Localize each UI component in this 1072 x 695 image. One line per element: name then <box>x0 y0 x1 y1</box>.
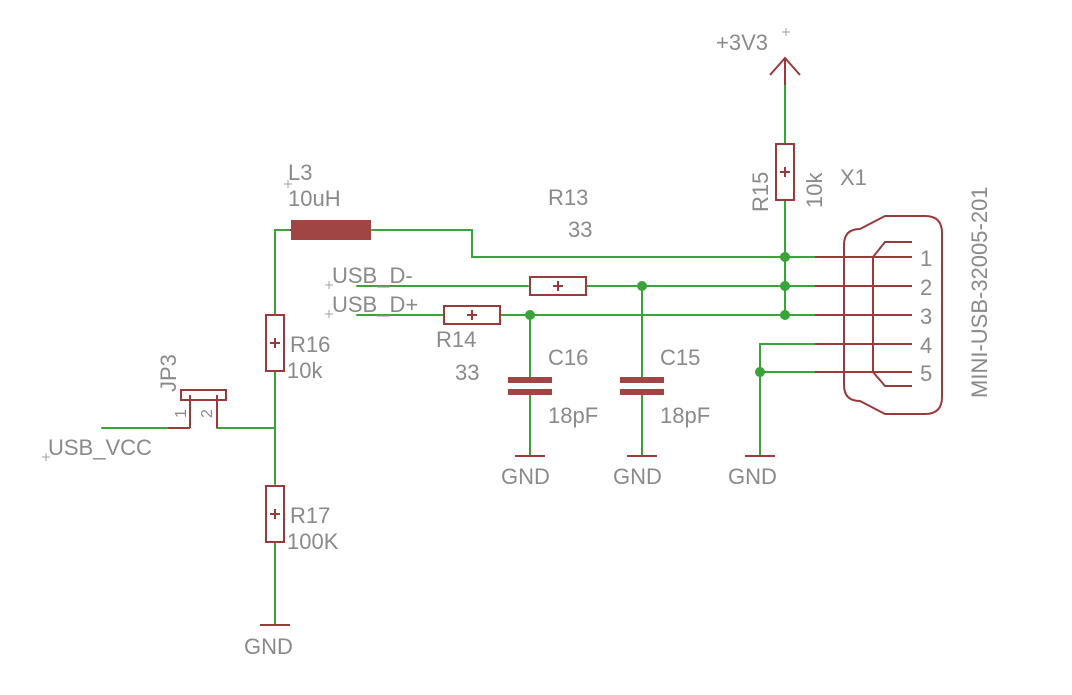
r13-value: 33 <box>568 217 592 242</box>
x1-pin-3: 3 <box>920 304 932 329</box>
resistor-body <box>265 314 285 372</box>
x1-pin-1: 1 <box>920 246 932 271</box>
x1-pin-5: 5 <box>920 361 932 386</box>
gnd-label-c15: GND <box>613 464 662 489</box>
junctions <box>525 252 790 377</box>
resistor-body <box>443 305 501 325</box>
jp3-ref: JP3 <box>156 354 181 392</box>
capacitor-plate <box>508 377 552 383</box>
connector-x1: 1 2 3 4 5 X1 MINI-USB-32005-201 <box>815 165 992 415</box>
inductor-body <box>291 220 371 240</box>
resistor-r16: R16 10k <box>265 314 330 383</box>
resistor-body <box>529 276 587 296</box>
junction-dot <box>637 281 647 291</box>
inductor-l3: L3 10uH <box>284 160 371 240</box>
junction-dot <box>525 310 535 320</box>
supply-3v3: +3V3 <box>716 28 801 85</box>
c15-value: 18pF <box>660 403 710 428</box>
x1-pin-4: 4 <box>920 333 932 358</box>
jumper-jp3: JP3 1 2 <box>156 354 227 429</box>
wire-pin4-gnd <box>759 343 906 457</box>
x1-value: MINI-USB-32005-201 <box>967 186 992 398</box>
junction-dot <box>780 310 790 320</box>
ground-symbols: GND GND GND GND <box>244 455 777 659</box>
c15-ref: C15 <box>660 345 700 370</box>
r14-ref: R14 <box>436 327 476 352</box>
wire-pin1-net <box>371 229 906 258</box>
junction-dot <box>780 252 790 262</box>
r15-value: 10k <box>802 172 827 208</box>
x1-pin-2: 2 <box>920 275 932 300</box>
r14-value: 33 <box>455 360 479 385</box>
gnd-label-r17: GND <box>244 634 293 659</box>
capacitor-plate <box>508 389 552 395</box>
jp3-pin2: 2 <box>199 409 216 418</box>
jp3-pin1: 1 <box>173 409 190 418</box>
c16-value: 18pF <box>548 403 598 428</box>
r17-ref: R17 <box>290 503 330 528</box>
net-label-usb-dminus: USB_D- <box>332 263 413 288</box>
resistor-body <box>265 485 285 543</box>
r13-ref: R13 <box>548 185 588 210</box>
c16-ref: C16 <box>548 345 588 370</box>
l3-value: 10uH <box>288 186 341 211</box>
connector-outline <box>843 215 943 415</box>
jumper-body <box>180 389 227 401</box>
resistor-r17: R17 100K <box>265 485 339 554</box>
x1-ref: X1 <box>840 165 867 190</box>
junction-dot <box>755 367 765 377</box>
resistor-r14: R14 33 <box>436 305 501 385</box>
capacitor-c15: C15 18pF <box>620 345 710 428</box>
r15-ref: R15 <box>748 172 773 212</box>
r16-value: 10k <box>287 358 323 383</box>
net-label-usb-vcc: USB_VCC <box>48 435 152 460</box>
net-label-usb-dplus: USB_D+ <box>332 292 418 317</box>
l3-ref: L3 <box>288 160 312 185</box>
net-labels: USB_D- USB_D+ USB_VCC <box>42 263 418 461</box>
capacitor-plate <box>620 389 664 395</box>
supply-arrow-icon <box>769 56 801 76</box>
resistor-r15: R15 10k <box>748 143 827 212</box>
r17-value: 100K <box>287 529 339 554</box>
r16-ref: R16 <box>290 332 330 357</box>
wires <box>101 84 906 626</box>
gnd-label-x1: GND <box>728 464 777 489</box>
wire-l3-r16 <box>274 229 291 316</box>
junction-dot <box>780 281 790 291</box>
capacitor-plate <box>620 377 664 383</box>
resistor-r13: R13 33 <box>529 185 592 296</box>
resistor-body <box>775 143 795 201</box>
supply-label: +3V3 <box>716 30 768 55</box>
gnd-label-c16: GND <box>501 464 550 489</box>
capacitor-c16: C16 18pF <box>508 345 598 428</box>
